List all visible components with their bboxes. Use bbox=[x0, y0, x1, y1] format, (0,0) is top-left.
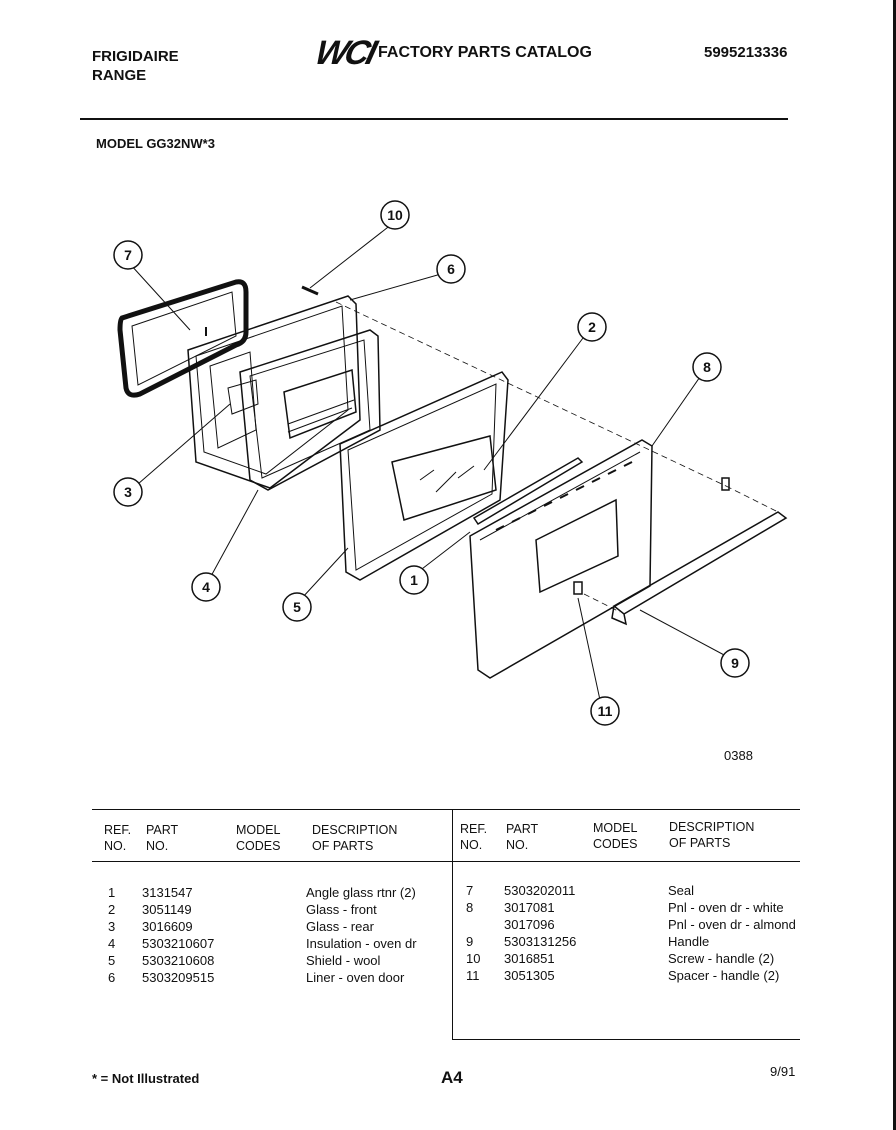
page-code: A4 bbox=[441, 1068, 463, 1087]
callout-1: 1 bbox=[410, 572, 418, 588]
front-glass bbox=[391, 435, 497, 521]
header-part: PART NO. bbox=[146, 823, 179, 853]
callout-6: 6 bbox=[447, 261, 455, 277]
table-divider bbox=[452, 809, 453, 1039]
brand-block: FRIGIDAIRE RANGE bbox=[92, 47, 179, 85]
callout-9: 9 bbox=[731, 655, 739, 671]
callout-circles bbox=[113, 200, 750, 726]
product-name: RANGE bbox=[92, 67, 147, 84]
model-number: MODEL GG32NW*3 bbox=[96, 136, 215, 151]
page-edge bbox=[893, 0, 896, 1130]
header-rule bbox=[80, 118, 788, 120]
callout-7: 7 bbox=[124, 247, 132, 263]
header-desc: DESCRIPTION OF PARTS bbox=[312, 823, 398, 853]
catalog-date: 9/91 bbox=[770, 1064, 796, 1079]
catalog-title: FACTORY PARTS CATALOG bbox=[378, 44, 592, 61]
door-liner bbox=[187, 295, 361, 489]
callout-5: 5 bbox=[293, 599, 301, 615]
table-top-rule bbox=[92, 809, 800, 810]
header-part-right: PART NO. bbox=[506, 822, 539, 852]
outer-door-panel bbox=[469, 439, 653, 679]
header-codes: MODEL CODES bbox=[236, 823, 281, 853]
seal-gasket bbox=[117, 279, 249, 398]
callout-8: 8 bbox=[703, 359, 711, 375]
callout-3: 3 bbox=[124, 484, 132, 500]
insulation bbox=[239, 329, 381, 491]
header-codes-right: MODEL CODES bbox=[593, 821, 638, 851]
table-header-rule bbox=[92, 861, 800, 862]
not-illustrated-note: * = Not Illustrated bbox=[92, 1071, 200, 1086]
rear-glass bbox=[227, 379, 259, 415]
screw bbox=[301, 285, 319, 296]
handle-spacer bbox=[573, 581, 583, 595]
catalog-number: 5995213336 bbox=[704, 44, 788, 61]
diagram-code: 0388 bbox=[724, 748, 753, 763]
header-ref-right: REF. NO. bbox=[460, 822, 488, 852]
glass-retainer bbox=[472, 457, 584, 526]
wool-shield bbox=[339, 371, 509, 581]
header-desc-right: DESCRIPTION OF PARTS bbox=[669, 820, 755, 850]
callout-4: 4 bbox=[202, 579, 210, 595]
brand-name: FRIGIDAIRE bbox=[92, 48, 179, 65]
callout-11: 11 bbox=[598, 703, 613, 719]
callout-10: 10 bbox=[387, 207, 403, 223]
exploded-parts-diagram: 10 6 2 8 7 3 4 5 1 9 11 bbox=[113, 200, 788, 726]
callout-2: 2 bbox=[588, 319, 596, 335]
door-handle bbox=[611, 511, 788, 626]
header-ref: REF. NO. bbox=[104, 823, 132, 853]
table-bottom-rule bbox=[452, 1039, 800, 1040]
